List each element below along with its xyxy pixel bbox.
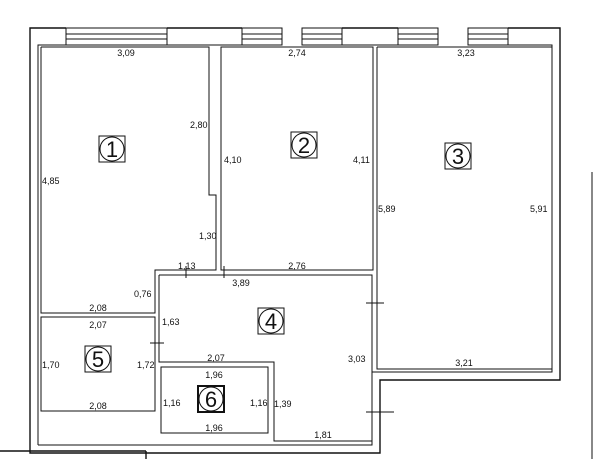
svg-text:1: 1 [106, 137, 118, 162]
room-number-4: 4 [257, 307, 285, 335]
window-room-2-right [301, 27, 343, 46]
room-1-dim: 4,85 [42, 176, 60, 186]
room-3-outline [376, 46, 553, 370]
room-6-dim: 1,16 [163, 398, 181, 408]
room-1-dim: 0,76 [134, 289, 152, 299]
svg-text:4: 4 [265, 309, 277, 334]
window-room-3-left [397, 27, 439, 46]
room-4-dim: 3,03 [348, 354, 366, 364]
room-2-outline [220, 46, 374, 271]
room-4-dim: 1,63 [162, 317, 180, 327]
room-2-dim: 4,10 [224, 155, 242, 165]
room-5-dim: 1,70 [42, 360, 60, 370]
room-6-dim: 1,16 [250, 398, 268, 408]
window-room-3-right [467, 27, 509, 46]
room-1-dim: 1,30 [199, 231, 217, 241]
room-number-2: 2 [290, 131, 318, 159]
room-6-dim: 1,96 [205, 423, 223, 433]
svg-text:3: 3 [452, 144, 464, 169]
room-4-dim: 2,07 [207, 353, 225, 363]
room-3-dim: 5,91 [530, 204, 548, 214]
door-marks [150, 266, 394, 420]
room-3-dim: 3,21 [455, 358, 473, 368]
room-1-dim: 2,80 [190, 120, 208, 130]
room-5-outline [40, 316, 156, 412]
room-3-dim: 3,23 [457, 48, 475, 58]
room-4-dim: 3,89 [232, 278, 250, 288]
room-4-dim: 1,72 [137, 360, 155, 370]
outer-wall [0, 27, 593, 459]
room-number-3: 3 [444, 142, 472, 170]
room-4-outline [158, 274, 373, 442]
svg-text:2: 2 [298, 133, 310, 158]
room-2-dim: 4,11 [353, 155, 370, 165]
room-4-dim: 1,81 [314, 430, 332, 440]
room-1-outline [40, 46, 217, 314]
room-1-dim: 2,08 [89, 303, 107, 313]
window-room-2-left [241, 27, 283, 46]
room-2-dim: 2,74 [288, 48, 306, 58]
room-2-dim: 2,76 [288, 261, 306, 271]
room-number-6: 6 [197, 385, 225, 413]
svg-text:5: 5 [92, 347, 104, 372]
room-1-dim: 1,13 [178, 261, 196, 271]
window-room-1 [65, 27, 168, 46]
room-number-1: 1 [98, 135, 126, 163]
room-4-dim: 1,39 [274, 399, 292, 409]
svg-text:6: 6 [205, 387, 217, 412]
room-3-dim: 5,89 [378, 204, 396, 214]
room-6-outline [160, 366, 269, 434]
room-number-5: 5 [84, 345, 112, 373]
room-5-dim: 2,08 [89, 401, 107, 411]
room-6-dim: 1,96 [205, 370, 223, 380]
room-1-dim: 3,09 [117, 48, 135, 58]
room-5-dim: 2,07 [89, 320, 107, 330]
